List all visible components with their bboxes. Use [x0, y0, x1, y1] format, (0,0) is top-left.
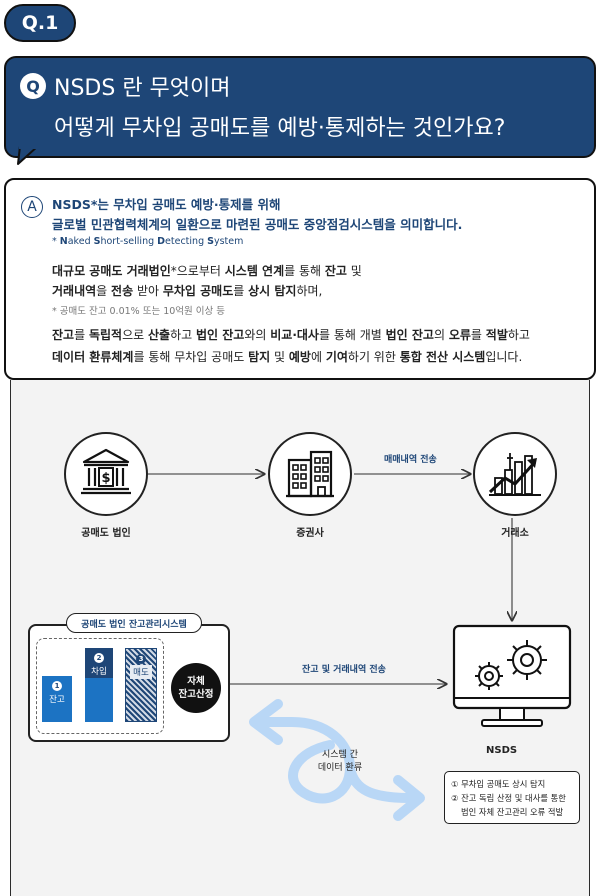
self-calc-line-2: 잔고산정 [178, 689, 214, 700]
result-item-2: ② 잔고 독립 산정 및 대사를 통한 [451, 793, 566, 803]
balance-send-label: 잔고 및 거래내역 전송 [302, 665, 386, 675]
nsds-results-box: ① 무차입 공매도 상시 탐지 ② 잔고 독립 산정 및 대사를 통한 법인 자… [444, 771, 580, 824]
answer-line-5: 잔고를 독립적으로 산출하고 법인 잔고와의 비교·대사를 통해 개별 법인 잔… [52, 328, 530, 342]
nsds-node-label: NSDS [486, 745, 518, 756]
bar-number-badge: 1 [52, 681, 62, 691]
svg-text:$: $ [101, 471, 110, 486]
corp-system-title: 공매도 법인 잔고관리시스템 [66, 613, 202, 633]
bar-label: 차입 [91, 667, 107, 677]
bar-number-badge: 2 [94, 653, 104, 663]
broker-node [268, 432, 352, 516]
answer-line-2: 글로벌 민관협력체계의 일환으로 마련된 공매도 중앙점검시스템을 의미합니다. [52, 217, 463, 232]
loop-label-line-2: 데이터 환류 [317, 763, 363, 773]
bar-label: 매도 [133, 668, 149, 678]
bar-label-wrap: 매도 [130, 665, 152, 679]
question-line-1: NSDS 란 무엇이며 [54, 76, 231, 101]
corp-node [64, 432, 148, 516]
broker-node-label: 증권사 [296, 528, 324, 539]
bar-number-badge: 3 [136, 654, 146, 664]
question-number-badge: Q.1 [4, 4, 76, 42]
answer-footnote-acronym: * Naked Short-selling Detecting System [52, 236, 244, 247]
balance-bars-area [36, 638, 164, 734]
result-item-3: 법인 자체 잔고관리 오류 적발 [461, 807, 564, 817]
answer-line-4: 거래내역을 전송 받아 무차입 공매도를 상시 탐지하며, [52, 284, 323, 298]
nsds-monitor-icon [452, 624, 572, 727]
data-feedback-label: 시스템 간 데이터 환류 [300, 749, 380, 775]
self-balance-calc-badge: 자체 잔고산정 [171, 663, 221, 713]
growth-chart-icon [488, 453, 541, 496]
question-box [4, 56, 596, 158]
loop-label-line-1: 시스템 간 [322, 750, 358, 760]
speech-bubble-tail [17, 146, 39, 165]
trade-send-label: 매매내역 전송 [384, 455, 437, 465]
bank-icon: $ [81, 448, 131, 495]
balance-bar: 1 잔고 [42, 676, 72, 722]
result-item-1: ① 무차입 공매도 상시 탐지 [451, 779, 546, 789]
exchange-node-label: 거래소 [501, 528, 529, 539]
answer-line-3: 대규모 공매도 거래법인*으로부터 시스템 연계를 통해 잔고 및 [52, 264, 362, 278]
answer-marker-icon: A [21, 196, 43, 218]
bar-label: 잔고 [49, 695, 65, 705]
question-line-2: 어떻게 무차입 공매도를 예방·통제하는 것인가요? [54, 116, 506, 141]
answer-footnote-threshold: * 공매도 잔고 0.01% 또는 10억원 이상 등 [52, 306, 226, 317]
corp-node-label: 공매도 법인 [81, 528, 131, 539]
question-marker-icon: Q [20, 73, 46, 99]
answer-line-1: NSDS*는 무차입 공매도 예방·통제를 위해 [52, 197, 281, 212]
buildings-icon [286, 450, 334, 498]
sell-bar: 3 매도 [125, 648, 157, 722]
borrow-bar-labels: 2 차입 [85, 648, 113, 678]
answer-line-6: 데이터 환류체계를 통해 무차입 공매도 탐지 및 예방에 기여하기 위한 통합… [52, 350, 523, 364]
self-calc-line-1: 자체 [187, 676, 205, 687]
answer-box [4, 178, 596, 380]
